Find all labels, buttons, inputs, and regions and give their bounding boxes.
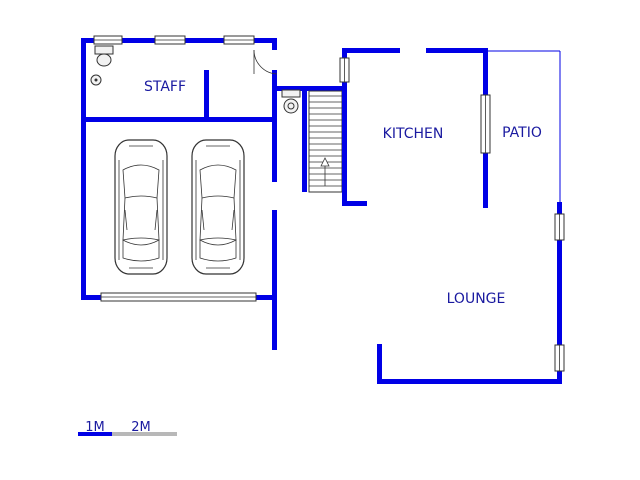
room-label-staff: STAFF <box>144 79 186 95</box>
staff-windows <box>93 35 255 45</box>
room-label-kitchen: KITCHEN <box>383 126 444 142</box>
patio-outline <box>488 50 561 204</box>
staff-door <box>253 49 278 75</box>
scale-bar-secondary <box>112 432 177 436</box>
house-walls <box>342 48 562 384</box>
corridor-toilet-icon <box>281 89 301 114</box>
scale-bar: 1M 2M <box>78 420 177 436</box>
staircase <box>308 90 343 193</box>
scale-label-1m: 1M <box>85 420 105 435</box>
staff-toilet-icon <box>94 45 114 67</box>
scale-label-2m: 2M <box>131 420 151 435</box>
room-label-patio: PATIO <box>502 125 542 141</box>
stair-walls <box>277 86 344 192</box>
staff-basin-icon <box>90 74 102 86</box>
house-windows <box>339 57 565 372</box>
garage-door <box>100 292 257 302</box>
car-left-icon <box>114 139 168 275</box>
car-right-icon <box>191 139 245 275</box>
room-label-lounge: LOUNGE <box>447 291 506 307</box>
scale-bar-primary <box>78 432 112 436</box>
